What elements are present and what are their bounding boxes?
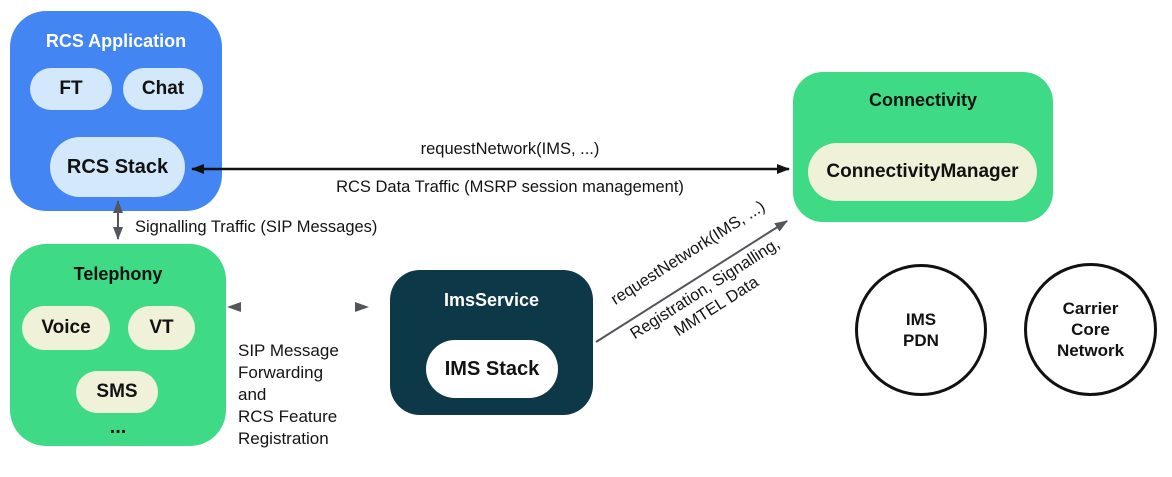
chat-pill: Chat [123, 68, 203, 110]
arrowhead-to-imsservice [355, 302, 369, 312]
rcs-application-title: RCS Application [45, 31, 187, 51]
carrier-core-network-circle: Carrier Core Network [1024, 263, 1157, 396]
voice-pill-label: Voice [41, 317, 91, 338]
sms-pill-label: SMS [96, 381, 138, 402]
ft-pill-label: FT [59, 78, 83, 99]
chat-pill-label: Chat [141, 78, 185, 99]
label-rcs-data-traffic: RCS Data Traffic (MSRP session managemen… [336, 178, 684, 196]
label-sip-message-forwarding: SIP Message Forwarding and RCS Feature R… [238, 341, 339, 448]
telephony-box: Telephony Voice VT SMS ... [10, 244, 226, 446]
rcs-stack-pill: RCS Stack [50, 137, 185, 197]
vt-pill-label: VT [149, 317, 174, 338]
sms-pill: SMS [76, 371, 158, 413]
ims-pdn-circle: IMS PDN [855, 264, 987, 396]
telephony-ellipsis: ... [109, 416, 127, 438]
label-signalling-traffic: Signalling Traffic (SIP Messages) [135, 218, 378, 236]
ft-pill: FT [30, 68, 112, 110]
label-request-network-horizontal: requestNetwork(IMS, ...) [420, 140, 600, 158]
ims-stack-pill: IMS Stack [426, 340, 558, 398]
rcs-stack-pill-label: RCS Stack [66, 155, 169, 178]
rcs-application-box: RCS Application FT Chat RCS Stack [10, 11, 222, 211]
ims-service-title: ImsService [443, 290, 540, 310]
arrowhead-to-telephony [227, 302, 241, 312]
vt-pill: VT [128, 306, 195, 350]
connectivity-manager-pill: ConnectivityManager [808, 143, 1037, 201]
connectivity-manager-pill-label: ConnectivityManager [826, 161, 1019, 182]
voice-pill: Voice [22, 306, 110, 350]
ims-stack-pill-label: IMS Stack [444, 357, 540, 380]
telephony-title: Telephony [73, 264, 163, 284]
connectivity-box: Connectivity ConnectivityManager [793, 72, 1053, 222]
ims-service-box: ImsService IMS Stack [390, 270, 593, 415]
connectivity-title: Connectivity [868, 90, 978, 110]
